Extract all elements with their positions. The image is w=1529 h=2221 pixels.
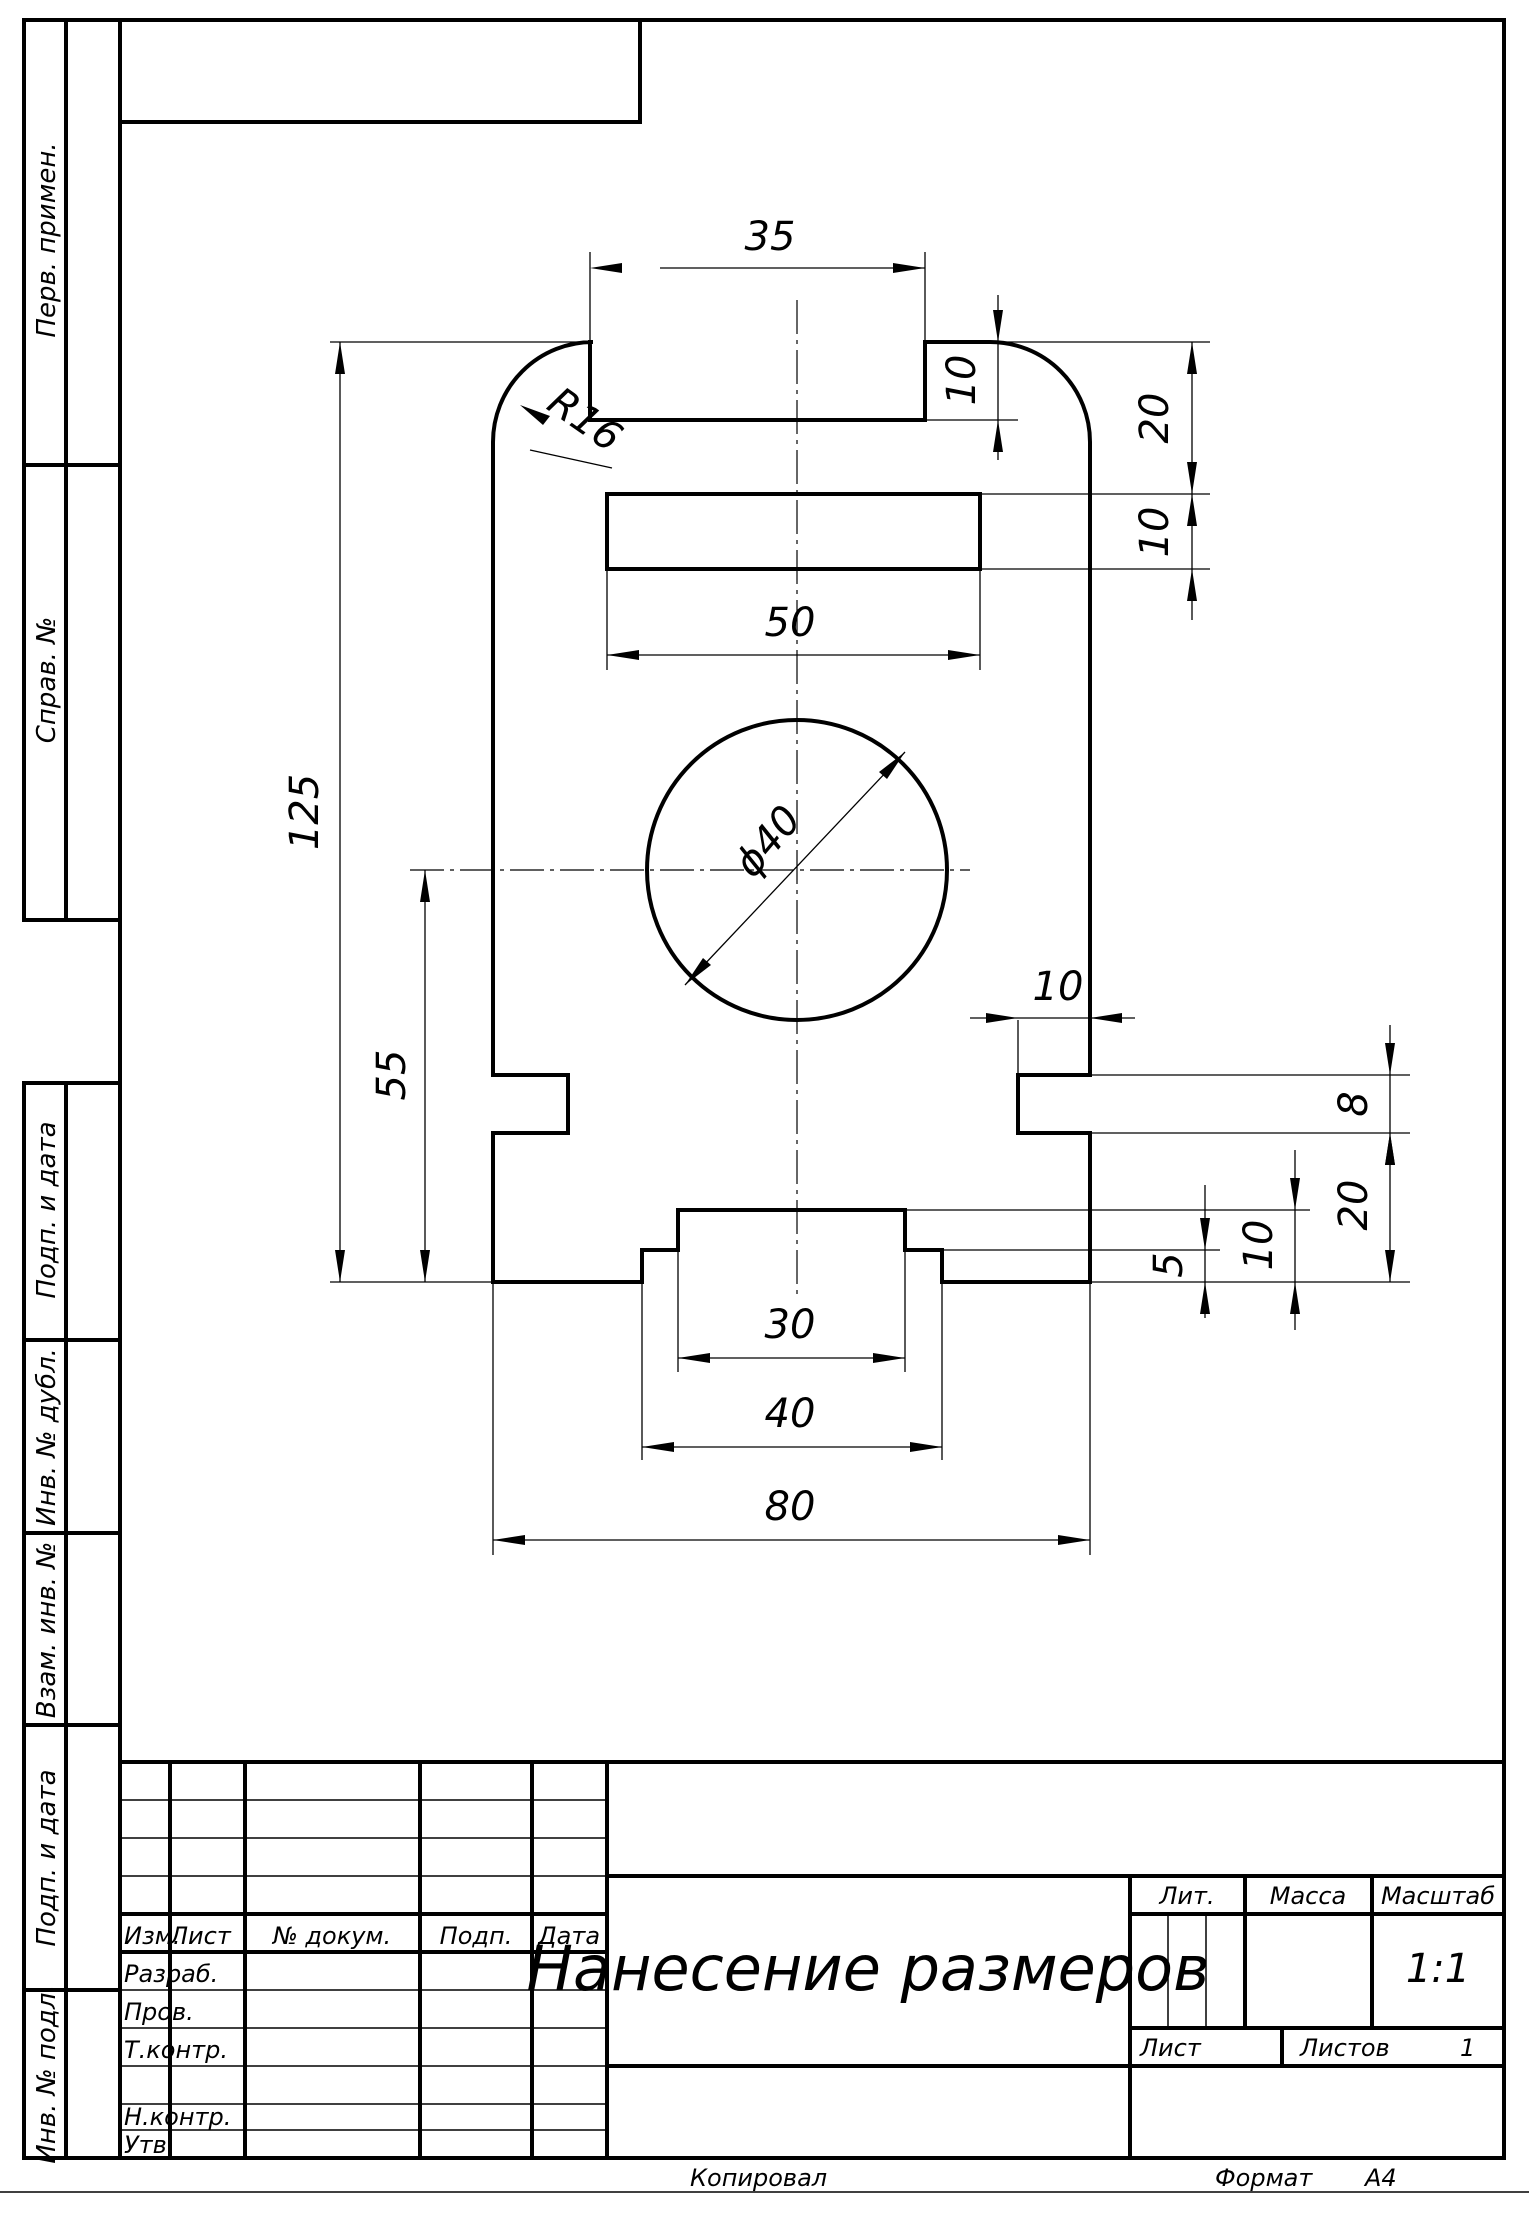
footer-format-label: Формат (1215, 2164, 1313, 2192)
tb-nkontr: Н.контр. (124, 2103, 231, 2131)
tb-razrab: Разраб. (124, 1960, 218, 1988)
dim-label-5: 5 (1146, 1252, 1192, 1277)
tb-utv: Утв. (124, 2131, 174, 2159)
dim-label-20-top: 20 (1132, 393, 1178, 444)
dimension-arrows (335, 263, 1395, 1545)
dim-label-40: 40 (765, 1391, 816, 1437)
tb-masshtab: Масштаб (1381, 1882, 1495, 1910)
center-lines (410, 300, 970, 1300)
stamp-podp-data-2: Подп. и дата (32, 1769, 62, 1946)
tb-listov-label: Листов (1299, 2034, 1390, 2062)
tb-data: Дата (537, 1922, 600, 1950)
dim-label-30: 30 (765, 1302, 816, 1348)
footer-format-value: A4 (1363, 2164, 1397, 2192)
tb-podp: Подп. (440, 1922, 513, 1950)
dimension-lines (339, 267, 1391, 1541)
dim-label-80: 80 (765, 1484, 816, 1530)
dim-label-10-step: 10 (1236, 1220, 1282, 1271)
stamp-inv-no-dubl: Инв. № дубл. (32, 1348, 62, 1526)
tb-title: Нанесение размеров (526, 1932, 1209, 2005)
dim-label-10-notch: 10 (1033, 964, 1084, 1010)
dim-label-10-top: 10 (939, 355, 985, 406)
dim-label-r16: R16 (539, 379, 630, 462)
tb-listov-value: 1 (1460, 2034, 1475, 2062)
dim-label-125: 125 (282, 774, 328, 850)
tb-lit: Лит. (1158, 1882, 1214, 1910)
tb-scale-value: 1:1 (1406, 1946, 1470, 1992)
footer: Копировал Формат A4 (0, 2164, 1529, 2193)
tb-tkontr: Т.контр. (124, 2036, 228, 2064)
dim-label-diameter: ϕ40 (726, 797, 811, 886)
tb-izm: Изм. (124, 1922, 180, 1950)
stamp-perv-primen: Перв. примен. (32, 142, 62, 337)
dim-label-10-rect: 10 (1132, 507, 1178, 558)
stamp-sprav-no: Справ. № (32, 617, 62, 743)
stamp-podp-data-1: Подп. и дата (32, 1121, 62, 1298)
tb-list: Лист (169, 1922, 232, 1950)
extension-lines (330, 252, 1410, 1555)
dim-label-50: 50 (765, 600, 816, 646)
dim-label-8: 8 (1331, 1091, 1377, 1116)
tb-massa: Масса (1270, 1882, 1347, 1910)
dim-label-35: 35 (745, 214, 796, 260)
stamp-inv-no-podl: Инв. № подл. (32, 1984, 62, 2163)
dim-label-55: 55 (369, 1050, 415, 1101)
tb-doc-no: № докум. (271, 1922, 391, 1950)
footer-kopiroval: Копировал (690, 2164, 827, 2192)
side-stamp-labels: Перв. примен. Справ. № Подп. и дата Инв.… (32, 142, 62, 2163)
sheet-frame (22, 18, 1506, 2160)
top-rect-slot (605, 492, 982, 571)
tb-prov: Пров. (124, 1998, 194, 2026)
title-block: Изм. Лист № докум. Подп. Дата Разраб. Пр… (120, 1760, 1504, 2159)
dim-label-20-bottom: 20 (1331, 1180, 1377, 1231)
dimension-labels: 35 10 20 10 50 R16 ϕ40 125 55 10 8 20 10… (282, 214, 1377, 1530)
tb-list-label: Лист (1139, 2034, 1202, 2062)
stamp-vzam-inv-no: Взам. инв. № (32, 1542, 62, 1719)
